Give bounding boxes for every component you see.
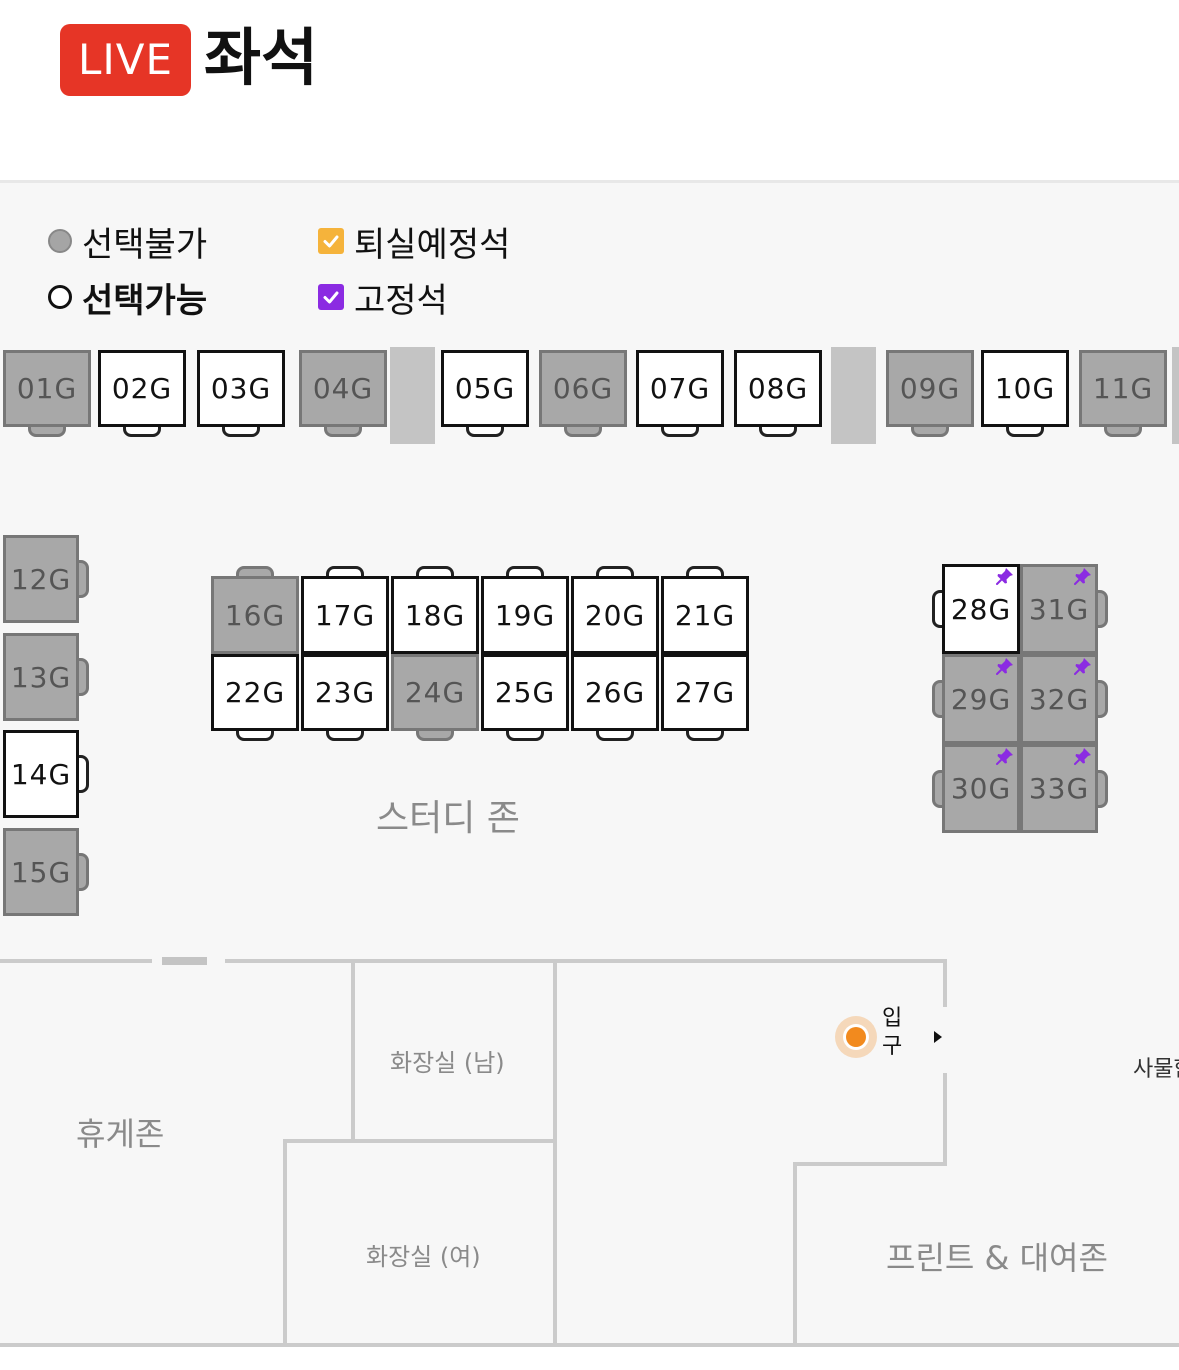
pushpin-icon [1074, 657, 1092, 675]
seat-25g[interactable]: 25G [481, 654, 569, 731]
seat-12g[interactable]: 12G [3, 535, 79, 623]
seat-17g[interactable]: 17G [301, 576, 389, 654]
seat-27g[interactable]: 27G [661, 654, 749, 731]
seat-21g[interactable]: 21G [661, 576, 749, 654]
legend-leaving-soon: 퇴실예정석 [318, 221, 510, 265]
entrance-label: 입구 [882, 1006, 903, 1059]
pillar [1172, 347, 1179, 444]
seat-30g[interactable]: 30G [942, 744, 1020, 833]
wall [225, 959, 946, 963]
wall [943, 959, 947, 1007]
header-divider [0, 180, 1179, 183]
legend-unavailable-label: 선택불가 [82, 224, 208, 265]
legend-unavailable: 선택불가 [48, 221, 207, 265]
legend-available-label: 선택가능 [82, 280, 208, 321]
seat-26g[interactable]: 26G [571, 654, 659, 731]
seat-24g[interactable]: 24G [391, 654, 479, 731]
page-title: 좌석 [204, 21, 319, 94]
seat-07g[interactable]: 07G [636, 350, 724, 427]
legend-fixed: 고정석 [318, 277, 448, 321]
triangle-right-icon [932, 1029, 944, 1049]
seat-16g[interactable]: 16G [211, 576, 299, 654]
open-circle-icon [48, 285, 72, 309]
office-label: 사물함 [1133, 1057, 1179, 1082]
wall [793, 1162, 797, 1345]
wall [0, 1343, 1179, 1347]
wall [351, 963, 355, 1141]
restroom-women-label: 화장실 (여) [366, 1243, 481, 1271]
pushpin-icon [996, 567, 1014, 585]
seat-11g[interactable]: 11G [1079, 350, 1167, 427]
wall [285, 1139, 555, 1143]
seat-03g[interactable]: 03G [197, 350, 285, 427]
seat-08g[interactable]: 08G [734, 350, 822, 427]
seat-15g[interactable]: 15G [3, 828, 79, 916]
pillar [390, 347, 435, 444]
legend-available: 선택가능 [48, 277, 207, 321]
pillar [831, 347, 876, 444]
seat-10g[interactable]: 10G [981, 350, 1069, 427]
wall [795, 1162, 947, 1166]
seat-02g[interactable]: 02G [98, 350, 186, 427]
study-zone-label: 스터디 존 [376, 798, 520, 839]
seat-04g[interactable]: 04G [299, 350, 387, 427]
seat-22g[interactable]: 22G [211, 654, 299, 731]
pushpin-icon [1074, 747, 1092, 765]
print-zone-label: 프린트 & 대여존 [886, 1239, 1108, 1277]
restroom-men-label: 화장실 (남) [390, 1049, 505, 1077]
seat-19g[interactable]: 19G [481, 576, 569, 654]
live-badge: LIVE [60, 24, 191, 96]
seat-23g[interactable]: 23G [301, 654, 389, 731]
wall [553, 963, 557, 1345]
seat-31g[interactable]: 31G [1020, 564, 1098, 654]
wall [0, 959, 152, 963]
seat-09g[interactable]: 09G [886, 350, 974, 427]
gray-circle-icon [48, 229, 72, 253]
legend-leaving-soon-label: 퇴실예정석 [354, 224, 511, 265]
wall [943, 1073, 947, 1165]
check-icon [318, 228, 344, 254]
seat-06g[interactable]: 06G [539, 350, 627, 427]
seat-14g[interactable]: 14G [3, 730, 79, 818]
map-bottom [0, 1347, 1179, 1370]
check-icon [318, 284, 344, 310]
seat-01g[interactable]: 01G [3, 350, 91, 427]
seat-05g[interactable]: 05G [441, 350, 529, 427]
seat-18g[interactable]: 18G [391, 576, 479, 654]
seat-20g[interactable]: 20G [571, 576, 659, 654]
pushpin-icon [996, 747, 1014, 765]
legend-fixed-label: 고정석 [354, 280, 448, 321]
target-dot-icon [834, 1015, 878, 1059]
pushpin-icon [996, 657, 1014, 675]
pushpin-icon [1074, 567, 1092, 585]
seat-13g[interactable]: 13G [3, 633, 79, 721]
seat-32g[interactable]: 32G [1020, 654, 1098, 744]
wall [283, 1139, 287, 1345]
lounge-label: 휴게존 [76, 1115, 165, 1153]
door-marker [162, 957, 207, 965]
header: LIVE 좌석 [0, 0, 1179, 180]
